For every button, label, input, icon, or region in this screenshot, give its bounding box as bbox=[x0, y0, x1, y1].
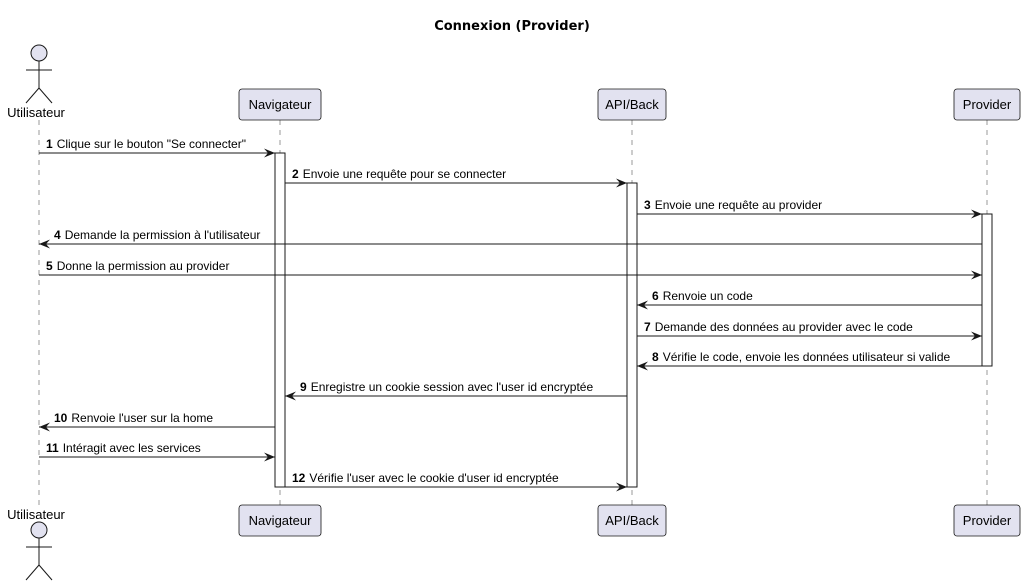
activation-bar-nav bbox=[274, 152, 286, 488]
participant-prov-bottom: Provider bbox=[953, 504, 1021, 537]
message-3: 3 Envoie une requête au provider bbox=[637, 198, 982, 219]
activation-bar-prov bbox=[981, 213, 993, 367]
participant-prov-top: Provider bbox=[953, 88, 1021, 121]
arrowhead-icon bbox=[616, 482, 627, 492]
message-text: Renvoie l'user sur la home bbox=[71, 411, 213, 425]
message-text: Enregistre un cookie session avec l'user… bbox=[311, 380, 594, 394]
message-number: 8 bbox=[652, 350, 659, 364]
arrowhead-icon bbox=[637, 300, 648, 310]
arrowhead-icon bbox=[285, 391, 296, 401]
message-8: 8 Vérifie le code, envoie les données uti… bbox=[637, 350, 982, 371]
participant-label: Navigateur bbox=[249, 513, 313, 528]
message-number: 6 bbox=[652, 289, 659, 303]
message-11: 11 Intéragit avec les services bbox=[39, 441, 275, 462]
arrowhead-icon bbox=[637, 361, 648, 371]
message-number: 7 bbox=[644, 320, 651, 334]
activation-bar-api bbox=[626, 182, 638, 488]
message-text: Demande la permission à l'utilisateur bbox=[65, 228, 261, 242]
message-text: Renvoie un code bbox=[663, 289, 753, 303]
arrowhead-icon bbox=[971, 209, 982, 219]
message-number: 10 bbox=[54, 411, 68, 425]
message-text: Vérifie le code, envoie les données util… bbox=[663, 350, 951, 364]
participant-api-top: API/Back bbox=[597, 88, 667, 121]
message-1: 1 Clique sur le bouton "Se connecter" bbox=[39, 137, 275, 158]
arrowhead-icon bbox=[39, 239, 50, 249]
message-4: 4 Demande la permission à l'utilisateur bbox=[39, 228, 982, 249]
participant-label: Utilisateur bbox=[7, 507, 65, 522]
message-number: 1 bbox=[46, 137, 53, 151]
participant-nav-top: Navigateur bbox=[238, 88, 322, 121]
message-number: 5 bbox=[46, 259, 53, 273]
message-number: 2 bbox=[292, 167, 299, 181]
participant-label: API/Back bbox=[605, 97, 659, 112]
participant-label: Provider bbox=[963, 97, 1012, 112]
message-text: Envoie une requête au provider bbox=[655, 198, 822, 212]
message-number: 11 bbox=[46, 441, 59, 455]
message-text: Vérifie l'user avec le cookie d'user id … bbox=[309, 471, 559, 485]
message-text: Clique sur le bouton "Se connecter" bbox=[57, 137, 246, 151]
actor-user-top: Utilisateur bbox=[7, 44, 66, 120]
participant-label: API/Back bbox=[605, 513, 659, 528]
participant-label: Provider bbox=[963, 513, 1012, 528]
arrowhead-icon bbox=[264, 148, 275, 158]
arrowhead-icon bbox=[616, 178, 627, 188]
message-number: 4 bbox=[54, 228, 61, 242]
message-number: 9 bbox=[300, 380, 307, 394]
participant-nav-bottom: Navigateur bbox=[238, 504, 322, 537]
actor-figure-icon bbox=[25, 521, 53, 581]
message-number: 12 bbox=[292, 471, 306, 485]
message-number: 3 bbox=[644, 198, 651, 212]
arrowhead-icon bbox=[971, 331, 982, 341]
participant-api-bottom: API/Back bbox=[597, 504, 667, 537]
message-text: Envoie une requête pour se connecter bbox=[303, 167, 506, 181]
message-text: Demande des données au provider avec le … bbox=[655, 320, 913, 334]
actor-figure-icon bbox=[25, 44, 53, 104]
message-6: 6 Renvoie un code bbox=[637, 289, 982, 310]
message-text: Donne la permission au provider bbox=[57, 259, 230, 273]
arrowhead-icon bbox=[971, 270, 982, 280]
participant-label: Utilisateur bbox=[7, 105, 65, 120]
message-9: 9 Enregistre un cookie session avec l'use… bbox=[285, 380, 627, 401]
message-2: 2 Envoie une requête pour se connecter bbox=[285, 167, 627, 188]
message-5: 5 Donne la permission au provider bbox=[39, 259, 982, 280]
message-text: Intéragit avec les services bbox=[63, 441, 201, 455]
diagram-title: Connexion (Provider) bbox=[434, 19, 590, 34]
arrowhead-icon bbox=[39, 422, 50, 432]
message-7: 7 Demande des données au provider avec le… bbox=[637, 320, 982, 341]
arrowhead-icon bbox=[264, 452, 275, 462]
participant-label: Navigateur bbox=[249, 97, 313, 112]
actor-user-bottom: Utilisateur bbox=[7, 507, 66, 581]
